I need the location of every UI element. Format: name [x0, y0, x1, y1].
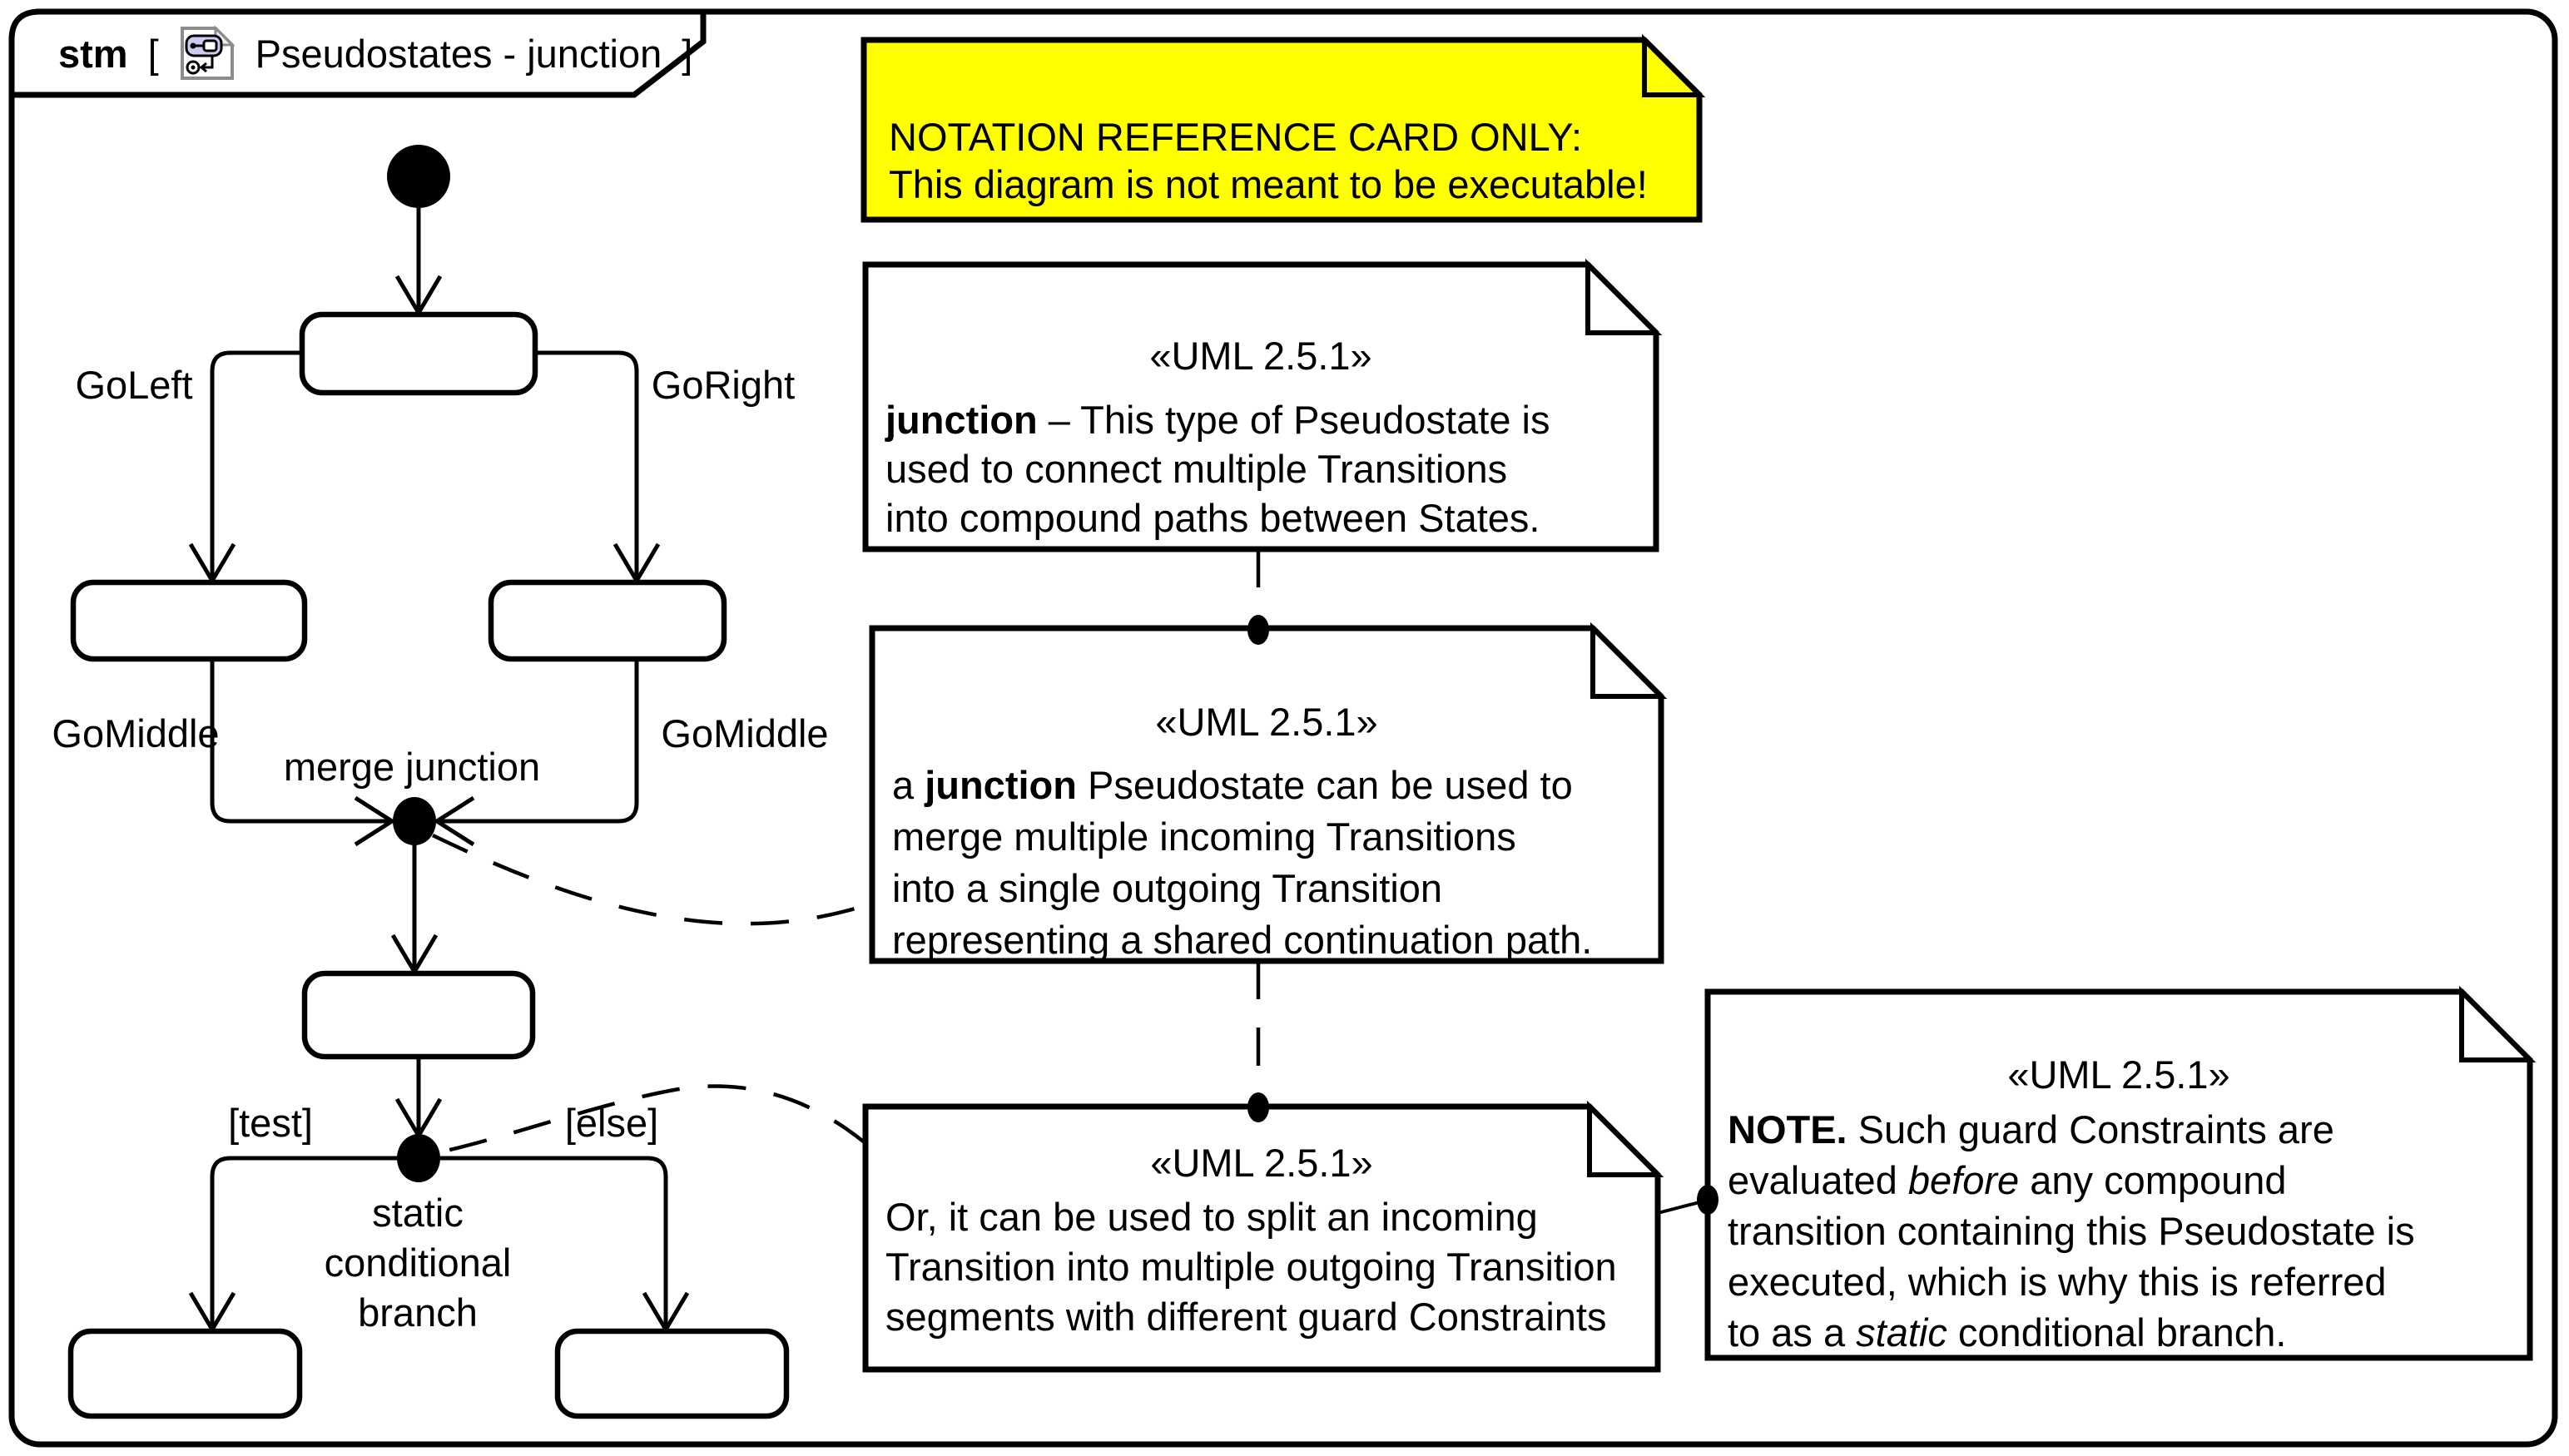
note4-line: NOTE. Such guard Constraints are [1728, 1107, 2334, 1151]
branch-label-line: conditional [324, 1241, 512, 1285]
note2-line: into a single outgoing Transition [892, 866, 1443, 910]
note1-stereotype: «UML 2.5.1» [1149, 334, 1372, 378]
transition-gomiddle-left [210, 659, 389, 824]
frame-open-bracket: [ [147, 31, 159, 76]
note2-line: a junction Pseudostate can be used to [892, 763, 1573, 807]
note4-stereotype: «UML 2.5.1» [2007, 1052, 2230, 1097]
transition-gomiddle-right [439, 659, 639, 824]
anchor-note3-note4 [1657, 1200, 1704, 1215]
note4-line: to as a static conditional branch. [1728, 1310, 2287, 1354]
label-gomiddle-left: GoMiddle [52, 711, 220, 755]
transition-goright [535, 350, 639, 577]
note-junction-def-fold-icon [1585, 258, 1663, 335]
banner-note-fold-icon [1642, 33, 1706, 97]
note2-line: representing a shared continuation path. [892, 918, 1593, 962]
arrowhead-merge-right-icon [433, 795, 475, 847]
anchor-note3-branch-junction [442, 1084, 867, 1154]
frame-title-tab: stm [ Pseudostates - junction ] [12, 12, 724, 95]
banner-line1: NOTATION REFERENCE CARD ONLY: [889, 115, 1583, 159]
note-guard: «UML 2.5.1» NOTE. Such guard Constraints… [1708, 992, 2530, 1358]
note1-line: junction – This type of Pseudostate is [885, 398, 1550, 442]
note1-line: into compound paths between States. [885, 496, 1540, 540]
anchor-dot-note4 [1697, 1185, 1718, 1215]
statemachine-diagram-icon [180, 25, 236, 80]
frame-diagram-name: Pseudostates - junction [255, 31, 662, 76]
branch-label-line: branch [358, 1290, 478, 1335]
note-junction-def-shape [862, 261, 1659, 552]
anchor-merge-junction-note2 [432, 833, 873, 926]
note-split-fold-icon [1587, 1100, 1664, 1177]
note3-line: segments with different guard Constraint… [885, 1295, 1607, 1339]
state-middle [301, 970, 536, 1060]
note3-line: Transition into multiple outgoing Transi… [885, 1245, 1617, 1289]
label-guard-else: [else] [564, 1101, 659, 1145]
initial-pseudostate [387, 145, 450, 208]
arrowhead-merge-left-icon [354, 795, 396, 847]
note-guard-fold-icon [2459, 985, 2537, 1062]
note4-line: transition containing this Pseudostate i… [1728, 1209, 2415, 1253]
note4-line: executed, which is why this is referred [1728, 1260, 2387, 1304]
note4-line: evaluated before any compound [1728, 1158, 2287, 1202]
note-merge: «UML 2.5.1» a junction Pseudostate can b… [872, 628, 1661, 966]
note-guard-shape [1704, 988, 2533, 1361]
note-merge-fold-icon [1590, 622, 1668, 699]
anchor-dot-note2 [1247, 615, 1269, 645]
banner-note-shape [860, 37, 1703, 223]
note-junction-def: «UML 2.5.1» junction – This type of Pseu… [865, 265, 1656, 542]
state-right [488, 579, 727, 662]
note2-stereotype: «UML 2.5.1» [1155, 700, 1378, 744]
transition-else-branch [440, 1156, 668, 1328]
note-merge-shape [869, 625, 1664, 964]
note1-line: used to connect multiple Transitions [885, 447, 1508, 491]
merge-junction-pseudostate [393, 797, 436, 845]
branch-junction-pseudostate [397, 1134, 440, 1182]
transition-goleft [210, 350, 302, 577]
frame-close-bracket: ] [682, 31, 693, 76]
banner-line2: This diagram is not meant to be executab… [889, 162, 1648, 206]
label-goleft: GoLeft [75, 363, 193, 407]
branch-label-line: static [372, 1191, 464, 1235]
note-split-shape [862, 1103, 1661, 1373]
state-top [299, 311, 538, 396]
label-static-conditional-branch: static conditional branch [325, 1188, 512, 1338]
transition-test-branch [210, 1156, 397, 1328]
label-goright: GoRight [651, 363, 796, 407]
banner-note: NOTATION REFERENCE CARD ONLY: This diagr… [864, 40, 1699, 220]
note3-line: Or, it can be used to split an incoming [885, 1195, 1538, 1239]
anchor-dot-note3 [1247, 1092, 1269, 1122]
label-guard-test: [test] [228, 1101, 313, 1145]
note-split: «UML 2.5.1» Or, it can be used to split … [865, 1107, 1658, 1342]
note3-stereotype: «UML 2.5.1» [1150, 1141, 1373, 1185]
state-bottom-left [67, 1328, 303, 1419]
state-bottom-right [554, 1328, 790, 1419]
label-gomiddle-right: GoMiddle [661, 711, 829, 755]
state-left [70, 579, 308, 662]
frame-keyword: stm [58, 31, 128, 76]
note2-line: merge multiple incoming Transitions [892, 815, 1516, 859]
frame-border [8, 8, 2558, 1448]
label-merge-junction: merge junction [283, 745, 541, 789]
